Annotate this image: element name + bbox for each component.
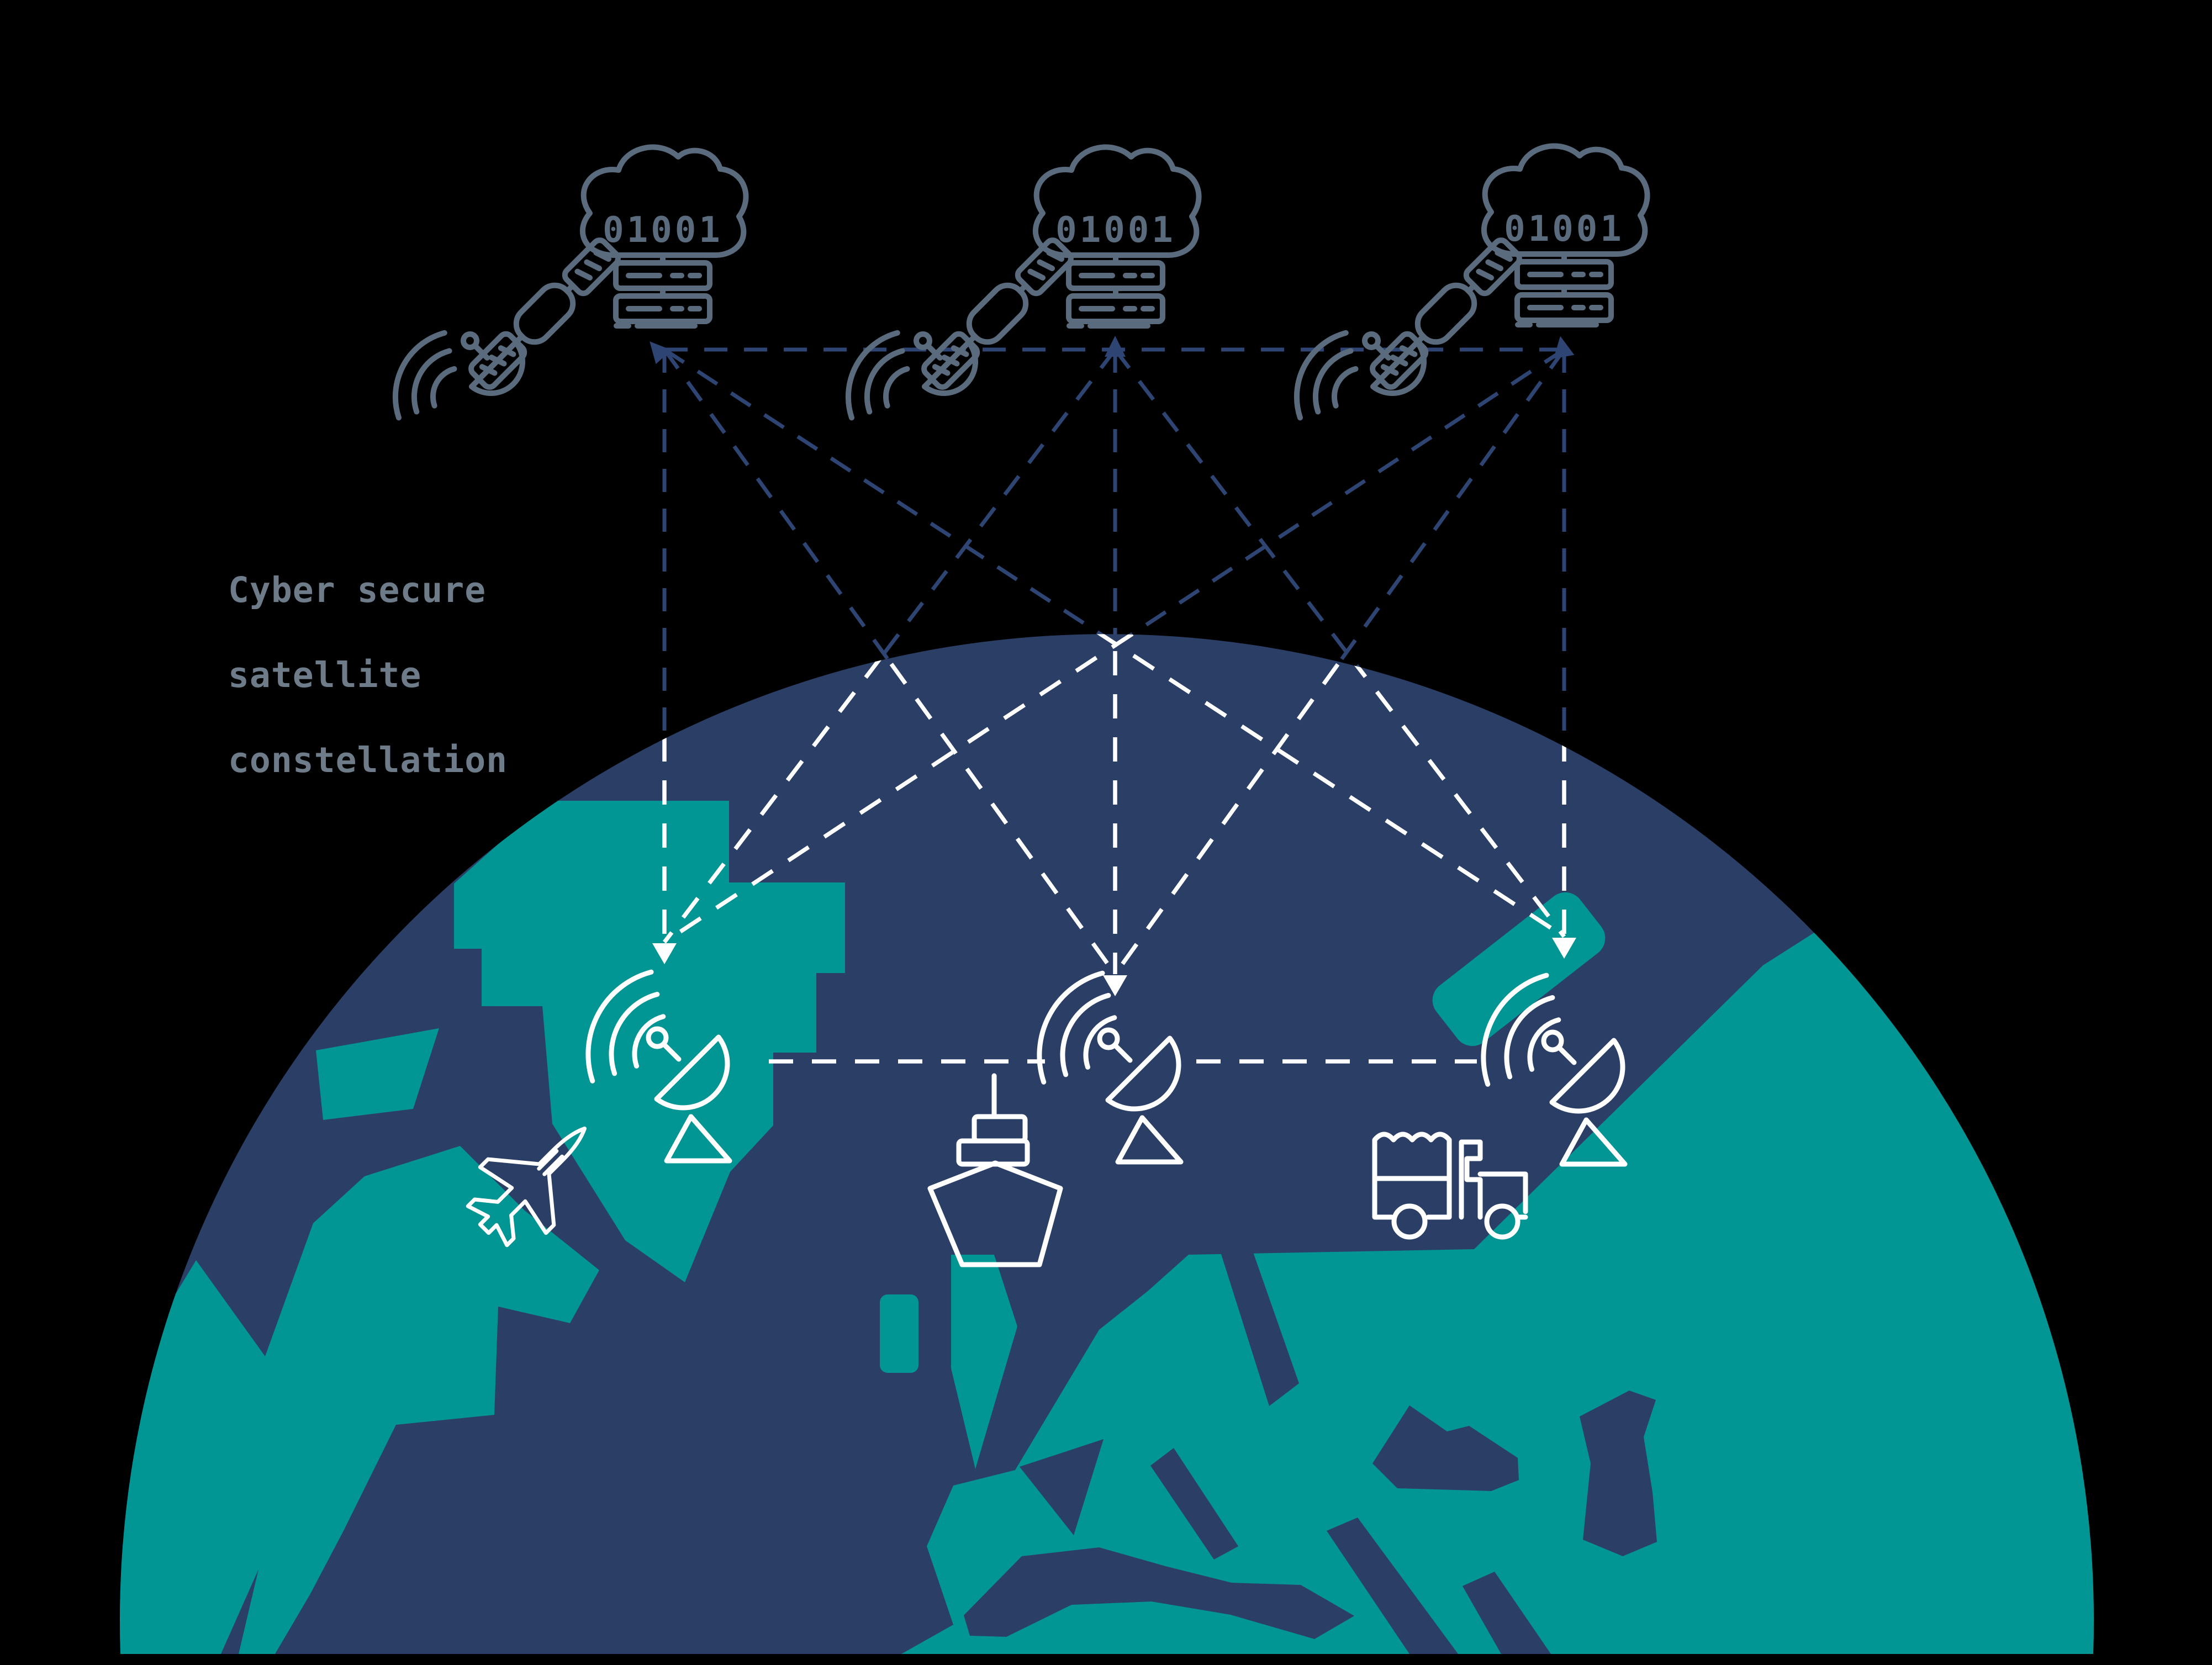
landmass-uk-island — [880, 1294, 918, 1373]
sea-biscay — [1020, 1439, 1104, 1535]
military-truck-icon — [1372, 1132, 1528, 1240]
ship-icon — [927, 1073, 1063, 1267]
sea-caspian — [1580, 1391, 1657, 1556]
uplink-arrow-east — [1553, 336, 1575, 359]
landmass-southwest — [120, 1146, 599, 1654]
binary-text: 01001 — [1504, 209, 1624, 250]
uplink-arrowheads — [650, 336, 1575, 364]
landmass-island-west — [316, 1028, 439, 1120]
downlink-arrow-west — [652, 943, 677, 964]
caption-line-2: satellite — [228, 655, 422, 695]
sea-gulf — [1463, 1572, 1551, 1654]
caption-line-3: constellation — [228, 740, 508, 780]
landmass-eurasia-africa — [901, 917, 2094, 1654]
downlink-arrow-east — [1552, 938, 1576, 959]
binary-cloud-server-center: 01001 — [1036, 147, 1199, 326]
sea-baltic — [1218, 1241, 1299, 1406]
diagram-caption: Cyber secure satellite constellation — [228, 569, 508, 781]
sea-black — [1372, 1405, 1519, 1491]
landmass-scandinavia — [951, 1255, 1017, 1469]
binary-cloud-server-west: 01001 — [583, 147, 746, 326]
sea-red — [1327, 1518, 1458, 1654]
binary-text: 01001 — [603, 210, 723, 251]
uplink-arrow-center — [1105, 336, 1126, 357]
sea-adriatic — [1150, 1448, 1238, 1560]
downlink-arrowheads — [652, 938, 1576, 996]
sea-mediterranean — [964, 1547, 1354, 1639]
globe — [120, 634, 2094, 1654]
downlink-arrow-center — [1103, 975, 1127, 996]
binary-text: 01001 — [1055, 210, 1176, 251]
caption-line-1: Cyber secure — [228, 570, 487, 610]
fighter-jet-icon — [466, 1126, 587, 1248]
uplink-arrow-west — [650, 341, 672, 364]
binary-cloud-server-east: 01001 — [1484, 146, 1648, 325]
